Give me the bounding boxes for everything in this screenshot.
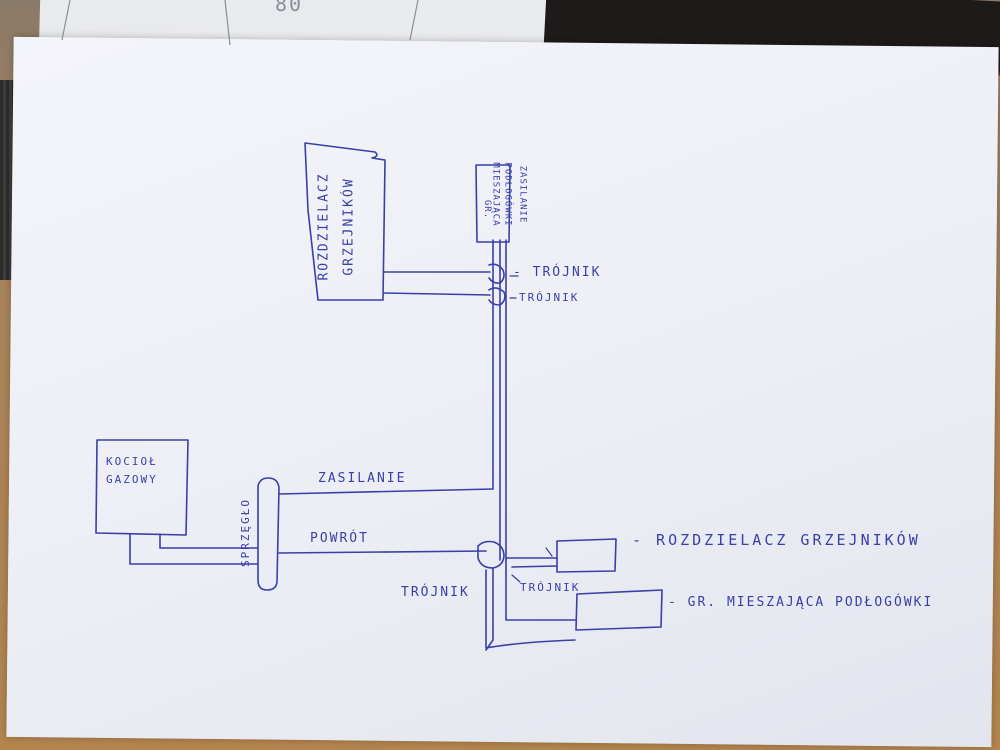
mixing-top-label-line4: ZASILANIE bbox=[517, 165, 528, 224]
back-sheet-lines bbox=[61, 0, 419, 46]
distributor-top-label-line1: ROZDZIELACZ bbox=[316, 172, 332, 281]
boiler-label-line1: KOCIOŁ bbox=[106, 455, 158, 468]
distributor-top-return-pipe bbox=[383, 292, 491, 296]
mixing-top-label-line3: PODŁOGÓWKI bbox=[502, 162, 513, 227]
mixing-top-label-line2: MIESZAJĄCA bbox=[490, 162, 501, 227]
tee-upper-marks bbox=[509, 275, 519, 299]
top-sheet-text: 80 bbox=[275, 0, 304, 16]
mixing-right-label: - GR. MIESZAJĄCA PODŁOGÓWKI bbox=[668, 595, 934, 610]
tee-upper-1-label: - TRÓJNIK bbox=[513, 265, 602, 280]
distributor-lower-box bbox=[556, 538, 617, 573]
boiler-label-line2: GAZOWY bbox=[106, 473, 158, 486]
tee-lower-right-mark bbox=[511, 574, 521, 583]
tee-upper-2 bbox=[488, 287, 506, 306]
tee-upper-2-label: TRÓJNIK bbox=[519, 291, 580, 304]
return-label: POWRÓT bbox=[310, 531, 369, 546]
supply-line bbox=[278, 488, 494, 495]
boiler-return-pipe bbox=[129, 533, 258, 565]
tee-upper-1 bbox=[488, 263, 505, 284]
tee-lower-left-label: TRÓJNIK bbox=[401, 585, 470, 600]
boiler-box bbox=[95, 439, 189, 536]
distributor-right-label: - ROZDZIELACZ GRZEJNIKÓW bbox=[632, 531, 921, 549]
coupler-box bbox=[257, 477, 280, 591]
distributor-lower-return bbox=[511, 565, 558, 568]
coupler-label: SPRZĘGŁO bbox=[238, 498, 252, 567]
mixing-top-box bbox=[475, 164, 511, 243]
mixing-lower-box bbox=[575, 589, 663, 631]
distributor-lower-tick bbox=[545, 547, 553, 557]
tee-lower-junction bbox=[477, 540, 505, 569]
boiler-supply-pipe bbox=[159, 533, 258, 549]
supply-label: ZASILANIE bbox=[318, 471, 407, 486]
distributor-top-box bbox=[304, 142, 386, 301]
return-line bbox=[278, 550, 487, 554]
lower-riser-stub bbox=[485, 567, 494, 651]
tee-lower-right-label: TRÓJNIK bbox=[520, 581, 581, 594]
distributor-top-label-line2: GRZEJNIKÓW bbox=[341, 177, 357, 276]
mixing-lower-supply bbox=[505, 559, 577, 621]
